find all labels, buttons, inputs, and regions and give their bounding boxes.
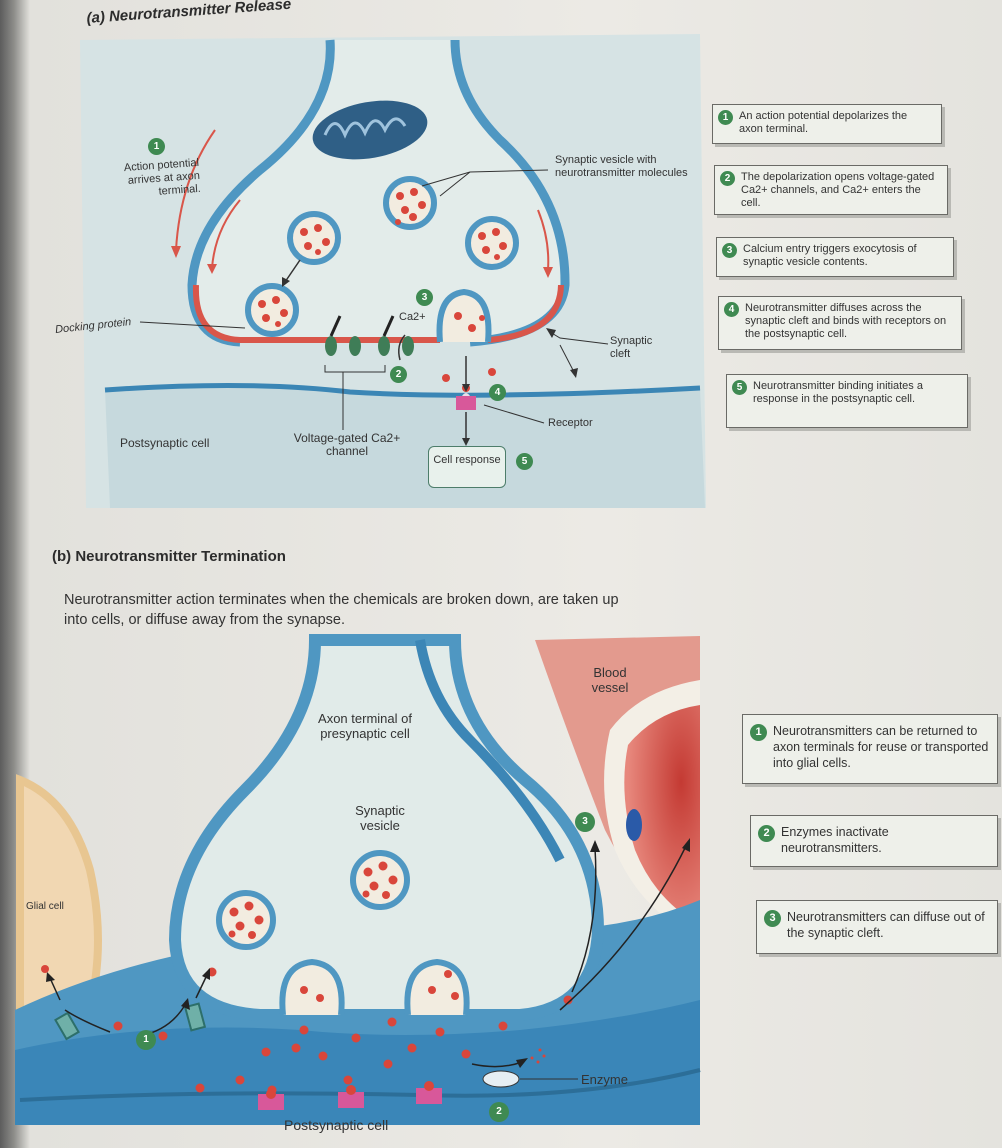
- panel-b-intro: Neurotransmitter action terminates when …: [64, 590, 624, 630]
- label-receptor: Receptor: [548, 417, 593, 430]
- step-text: Neurotransmitter binding initiates a res…: [753, 380, 923, 405]
- ca-channel: [325, 336, 337, 356]
- label-blood-vessel: Blood vessel: [580, 665, 640, 695]
- enzyme: [483, 1071, 519, 1087]
- vesicle: [353, 853, 407, 907]
- step-text: The depolarization opens voltage-gated C…: [741, 171, 934, 209]
- vesicle: [468, 219, 516, 267]
- step-number: 1: [750, 724, 767, 741]
- ca-channel: [349, 336, 361, 356]
- exocytosis-vesicle: [407, 962, 466, 1015]
- label-enzyme: Enzyme: [581, 1072, 628, 1087]
- marker-1: 1: [148, 138, 165, 155]
- label-postsynaptic-cell-b: Postsynaptic cell: [284, 1118, 388, 1133]
- step-number: 3: [764, 910, 781, 927]
- ca-channel: [402, 336, 414, 356]
- panel-b-title: (b) Neurotransmitter Termination: [52, 548, 286, 565]
- step-text: Calcium entry triggers exocytosis of syn…: [743, 243, 917, 268]
- step-b-1: 1 Neurotransmitters can be returned to a…: [742, 714, 998, 784]
- label-glial-cell: Glial cell: [26, 900, 66, 913]
- marker-4: 4: [489, 384, 506, 401]
- step-number: 4: [724, 302, 739, 317]
- step-number: 2: [720, 171, 735, 186]
- step-a-3: 3 Calcium entry triggers exocytosis of s…: [716, 237, 954, 277]
- step-text: Neurotransmitter diffuses across the syn…: [745, 302, 946, 340]
- step-number: 5: [732, 380, 747, 395]
- step-b-3: 3 Neurotransmitters can diffuse out of t…: [756, 900, 998, 954]
- step-number: 1: [718, 110, 733, 125]
- exocytosis-vesicle: [282, 962, 341, 1015]
- label-axon-terminal: Axon terminal of presynaptic cell: [305, 711, 425, 741]
- marker-2: 2: [390, 366, 407, 383]
- step-number: 2: [758, 825, 775, 842]
- cell-response-box: Cell response: [428, 446, 506, 488]
- step-a-2: 2 The depolarization opens voltage-gated…: [714, 165, 948, 215]
- step-a-4: 4 Neurotransmitter diffuses across the s…: [718, 296, 962, 350]
- marker-5: 5: [516, 453, 533, 470]
- label-postsynaptic-cell-a: Postsynaptic cell: [120, 437, 209, 450]
- label-synaptic-vesicle: Synaptic vesicle with neurotransmitter m…: [555, 154, 705, 180]
- step-text: An action potential depolarizes the axon…: [739, 110, 907, 135]
- receptor: [456, 396, 476, 410]
- marker-b-2: 2: [489, 1102, 509, 1122]
- vesicle: [290, 214, 338, 262]
- label-voltage-gated-channel: Voltage-gated Ca2+ channel: [292, 432, 402, 458]
- vesicle: [386, 179, 434, 227]
- marker-b-3: 3: [575, 812, 595, 832]
- step-text: Neurotransmitters can be returned to axo…: [773, 724, 988, 770]
- vesicle: [219, 893, 273, 947]
- blood-vessel-nucleus: [626, 809, 642, 841]
- step-a-1: 1 An action potential depolarizes the ax…: [712, 104, 942, 144]
- label-synaptic-vesicle-b: Synaptic vesicle: [340, 803, 420, 833]
- step-a-5: 5 Neurotransmitter binding initiates a r…: [726, 374, 968, 428]
- step-text: Enzymes inactivate neurotransmitters.: [781, 825, 889, 855]
- label-ca: Ca2+: [399, 311, 426, 324]
- step-number: 3: [722, 243, 737, 258]
- marker-3: 3: [416, 289, 433, 306]
- step-text: Neurotransmitters can diffuse out of the…: [787, 910, 985, 940]
- label-action-potential: Action potential arrives at axon termina…: [107, 157, 201, 202]
- label-synaptic-cleft: Synaptic cleft: [610, 335, 670, 361]
- step-b-2: 2 Enzymes inactivate neurotransmitters.: [750, 815, 998, 867]
- marker-b-1: 1: [136, 1030, 156, 1050]
- docking-vesicle: [248, 286, 296, 334]
- ca-channel: [378, 336, 390, 356]
